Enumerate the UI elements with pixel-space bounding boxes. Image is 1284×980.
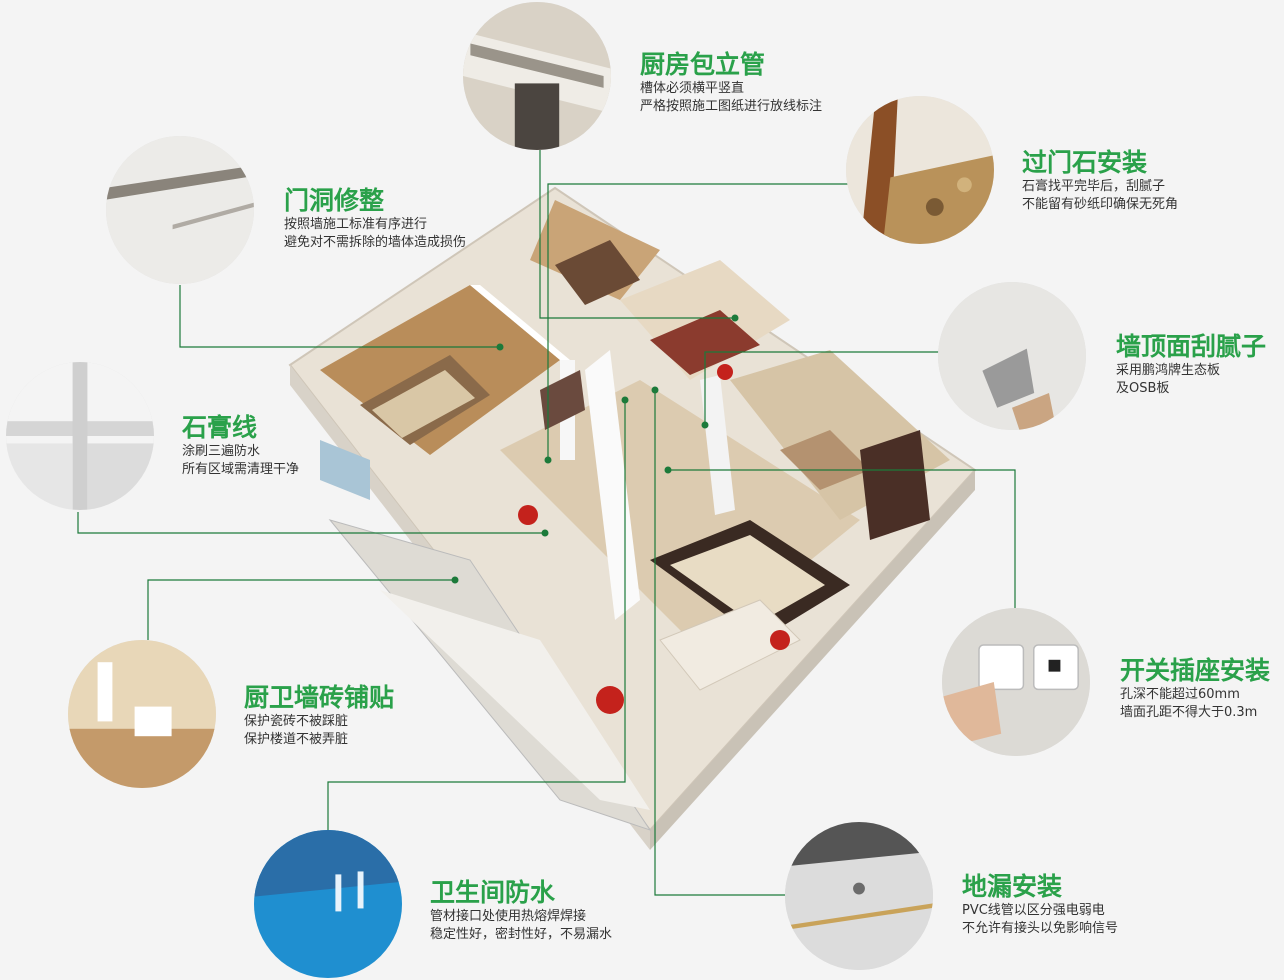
floor-drain-label: 地漏安装 PVC线管以区分强电弱电 不允许有接头以免影响信号 — [962, 872, 1118, 938]
plaster-line-line-2: 所有区域需清理干净 — [182, 462, 300, 477]
waterproof-photo — [254, 830, 402, 978]
door-hole-line-2: 避免对不需拆除的墙体造成损伤 — [284, 235, 467, 250]
floor-drain-line-1: PVC线管以区分强电弱电 — [962, 903, 1105, 918]
switch-socket-label: 开关插座安装 孔深不能超过60mm 墙面孔距不得大于0.3m — [1120, 656, 1270, 722]
threshold-stone-line-2: 不能留有砂纸印确保无死角 — [1022, 197, 1179, 212]
switch-socket-title: 开关插座安装 — [1120, 656, 1271, 685]
plaster-line-photo — [6, 362, 154, 510]
floor-drain-photo — [785, 822, 933, 970]
bathroom-waterproof-title: 卫生间防水 — [430, 878, 556, 907]
bathroom-waterproof-label: 卫生间防水 管材接口处使用热熔焊焊接 稳定性好，密封性好，不易漏水 — [430, 878, 612, 944]
bathroom-waterproof-line-1: 管材接口处使用热熔焊焊接 — [430, 909, 587, 924]
ceiling-putty-label: 墙顶面刮腻子 采用鹏鸿牌生态板 及OSB板 — [1116, 332, 1266, 398]
kitchen-pipe-title: 厨房包立管 — [640, 50, 766, 79]
ceiling-putty-title: 墙顶面刮腻子 — [1116, 332, 1267, 361]
floor-drain-title: 地漏安装 — [962, 872, 1063, 901]
kitchen-pipe-photo — [463, 2, 611, 150]
door-hole-label: 门洞修整 按照墙施工标准有序进行 避免对不需拆除的墙体造成损伤 — [284, 186, 466, 252]
door-hole-line-1: 按照墙施工标准有序进行 — [284, 217, 428, 232]
threshold-stone-title: 过门石安装 — [1022, 148, 1148, 177]
threshold-stone-photo — [846, 96, 994, 244]
ceiling-putty-photo — [938, 282, 1086, 430]
tile-laying-photo — [68, 640, 216, 788]
plaster-line-line-1: 涂刷三遍防水 — [182, 444, 261, 459]
bathroom-waterproof-line-2: 稳定性好，密封性好，不易漏水 — [430, 927, 613, 942]
tile-laying-title: 厨卫墙砖铺贴 — [244, 683, 395, 712]
tile-laying-line-2: 保护楼道不被弄脏 — [244, 732, 349, 747]
plaster-line-label: 石膏线 涂刷三遍防水 所有区域需清理干净 — [182, 413, 299, 479]
switch-socket-photo — [942, 608, 1090, 756]
threshold-stone-line-1: 石膏找平完毕后，刮腻子 — [1022, 179, 1166, 194]
tile-laying-label: 厨卫墙砖铺贴 保护瓷砖不被踩脏 保护楼道不被弄脏 — [244, 683, 394, 749]
threshold-stone-label: 过门石安装 石膏找平完毕后，刮腻子 不能留有砂纸印确保无死角 — [1022, 148, 1178, 214]
kitchen-pipe-label: 厨房包立管 槽体必须横平竖直 严格按照施工图纸进行放线标注 — [640, 50, 822, 116]
switch-socket-line-2: 墙面孔距不得大于0.3m — [1120, 705, 1258, 720]
tile-laying-line-1: 保护瓷砖不被踩脏 — [244, 714, 349, 729]
kitchen-pipe-line-1: 槽体必须横平竖直 — [640, 81, 745, 96]
door-hole-title: 门洞修整 — [284, 186, 385, 215]
door-hole-photo — [106, 136, 254, 284]
ceiling-putty-line-1: 采用鹏鸿牌生态板 — [1116, 363, 1221, 378]
plaster-line-title: 石膏线 — [182, 413, 258, 442]
ceiling-putty-line-2: 及OSB板 — [1116, 381, 1170, 396]
floor-drain-line-2: 不允许有接头以免影响信号 — [962, 921, 1119, 936]
kitchen-pipe-line-2: 严格按照施工图纸进行放线标注 — [640, 99, 823, 114]
switch-socket-line-1: 孔深不能超过60mm — [1120, 687, 1240, 702]
